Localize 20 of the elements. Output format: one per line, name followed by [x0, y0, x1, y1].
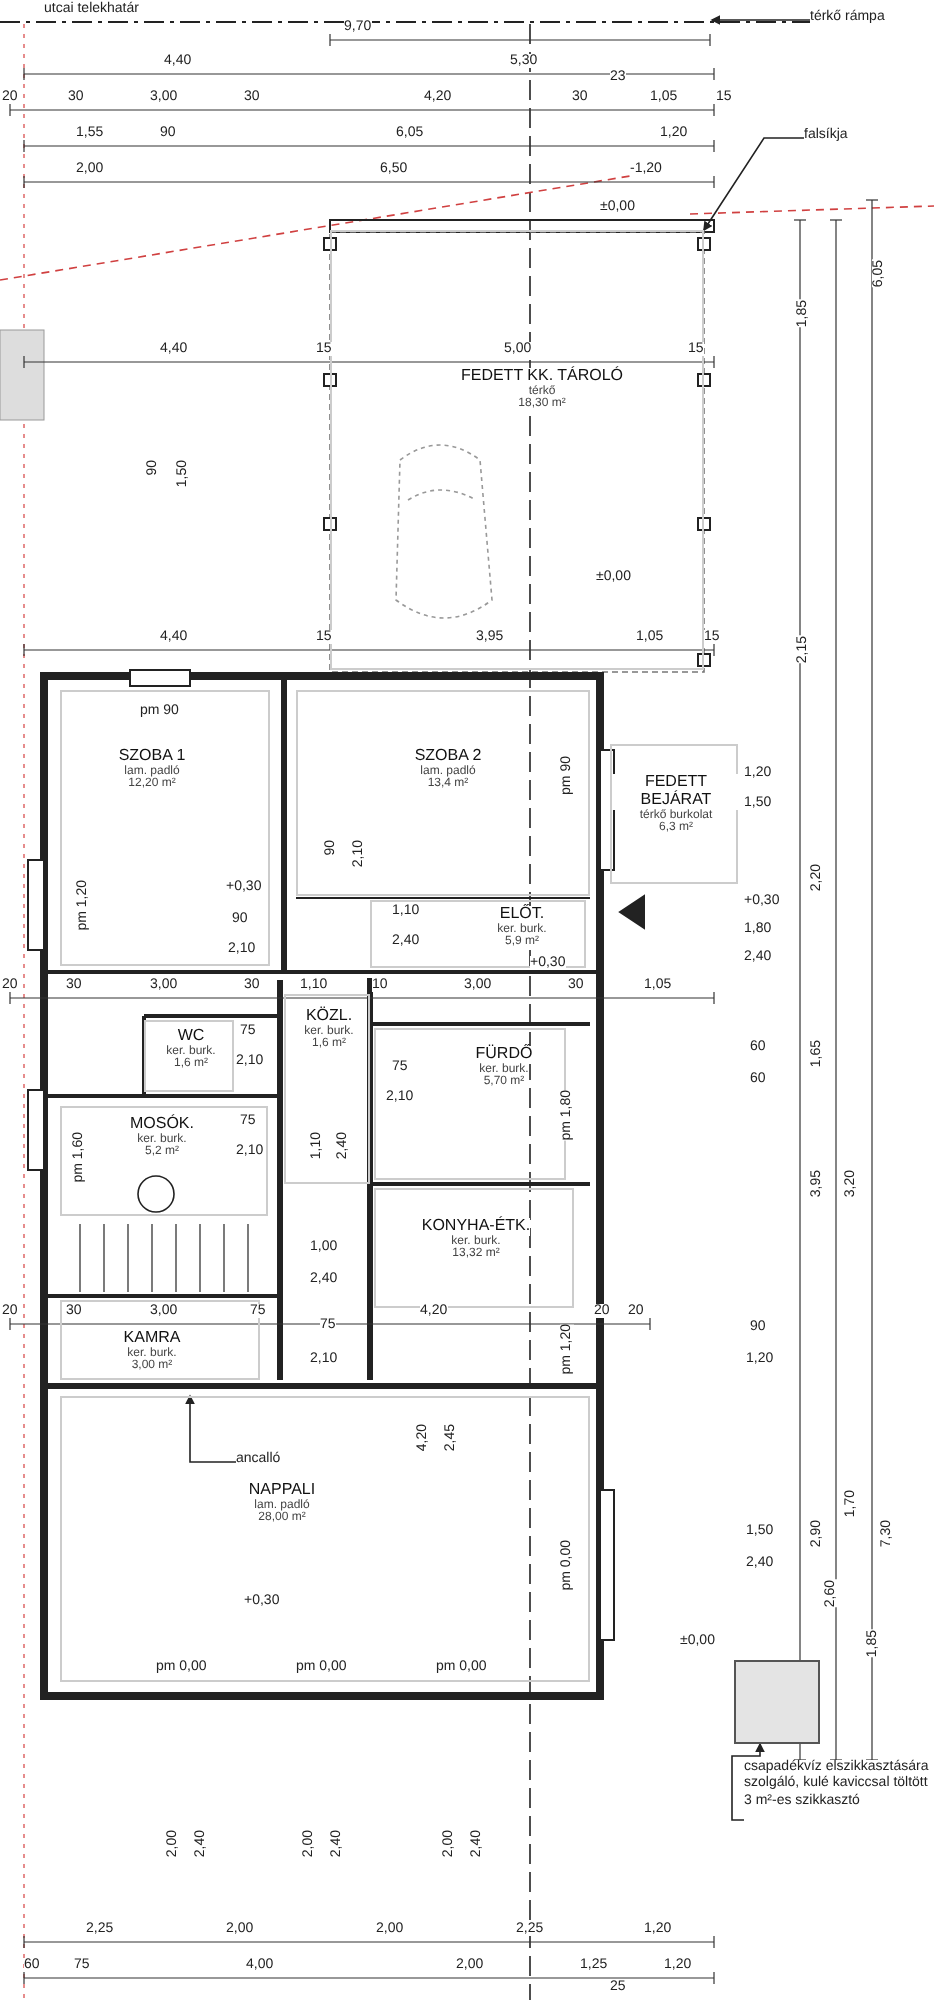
room-name: FÜRDŐ [475, 1046, 533, 1064]
room-name: KÖZL. [305, 1008, 353, 1026]
room-name: KAMRA [123, 1330, 181, 1348]
room-name: MOSÓK. [129, 1116, 194, 1134]
room-area [374, 1188, 574, 1308]
leader-line [710, 15, 811, 25]
room-name: NAPPALI [248, 1482, 316, 1500]
leader-line [731, 1742, 765, 1821]
room-name: FEDETT BEJÁRAT [612, 774, 740, 810]
room-name: SZOBA 2 [414, 748, 482, 766]
room-area [144, 1020, 234, 1092]
room-area [610, 744, 738, 884]
stippled-box [734, 1660, 820, 1744]
leader-line [185, 1394, 237, 1463]
leader-line [703, 137, 805, 232]
room-name: FEDETT KK. TÁROLÓ [460, 368, 624, 386]
room-name: KONYHA-ÉTK. [421, 1218, 531, 1236]
room-name: WC [177, 1028, 205, 1046]
room-name: SZOBA 1 [118, 748, 186, 766]
room-name: ELŐT. [499, 906, 545, 924]
